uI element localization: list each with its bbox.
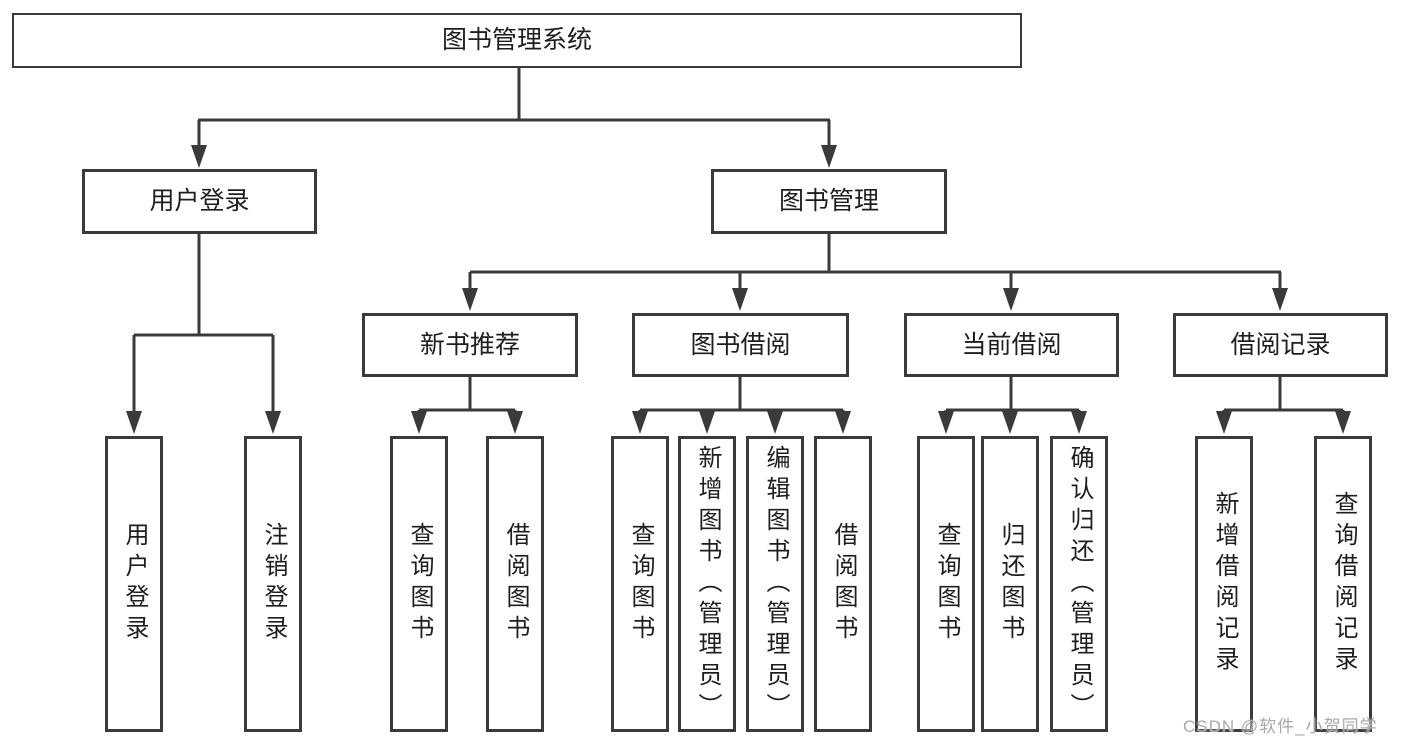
leaf-edit-books-admin: 编辑图书（管理员） [746, 436, 804, 732]
node-library-management-system: 图书管理系统 [12, 13, 1022, 68]
leaf-borrow-books-recommend: 借阅图书 [486, 436, 544, 732]
node-new-book-recommendation: 新书推荐 [362, 313, 578, 377]
leaf-return-books: 归还图书 [981, 436, 1039, 732]
leaf-user-login: 用户登录 [105, 436, 163, 732]
leaf-logout: 注销登录 [244, 436, 302, 732]
leaf-add-books-admin: 新增图书（管理员） [678, 436, 736, 732]
leaf-query-books-current: 查询图书 [917, 436, 975, 732]
leaf-borrow-books: 借阅图书 [814, 436, 872, 732]
node-book-management: 图书管理 [711, 169, 947, 234]
leaf-add-borrow-record: 新增借阅记录 [1195, 436, 1253, 732]
leaf-query-books-recommend: 查询图书 [390, 436, 448, 732]
leaf-query-borrow-record: 查询借阅记录 [1314, 436, 1372, 732]
leaf-confirm-return-admin: 确认归还（管理员） [1050, 436, 1108, 732]
node-borrowing-records: 借阅记录 [1173, 313, 1388, 377]
node-current-borrowing: 当前借阅 [904, 313, 1119, 377]
node-user-login: 用户登录 [82, 169, 317, 234]
csdn-watermark: CSDN @软件_小贺同学 [1183, 717, 1378, 736]
node-book-borrowing: 图书借阅 [632, 313, 849, 377]
leaf-query-books-borrow: 查询图书 [611, 436, 669, 732]
